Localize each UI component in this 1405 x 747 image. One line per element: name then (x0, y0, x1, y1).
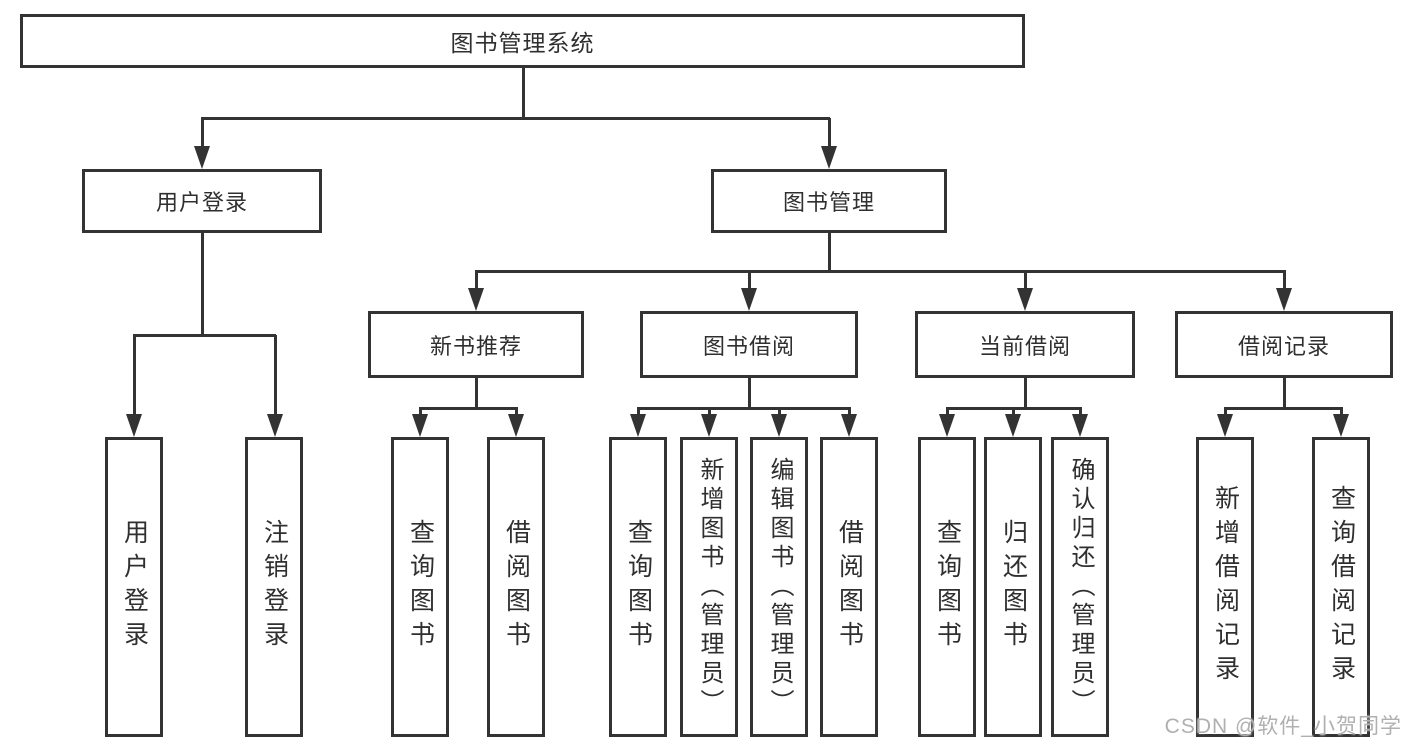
leaf-label: 确认归还（管理员） (1067, 456, 1094, 718)
arrowhead-icon (630, 414, 646, 437)
arrowhead-icon (939, 414, 955, 437)
leaf-borrow-borrow-books: 借阅图书 (820, 437, 878, 737)
arrowhead-icon (701, 414, 717, 437)
arrow-stem-line (419, 407, 422, 418)
connector-line-horizontal (637, 407, 850, 410)
connector-line-horizontal (1224, 407, 1342, 410)
arrowhead-icon (1017, 288, 1033, 311)
connector-line-vertical (828, 233, 831, 273)
arrowhead-icon (194, 146, 210, 169)
node-book-borrowing: 图书借阅 (640, 311, 858, 378)
connector-line-horizontal (475, 270, 1285, 273)
arrowhead-icon (821, 146, 837, 169)
arrowhead-icon (1005, 414, 1021, 437)
arrow-stem-line (708, 407, 711, 418)
arrow-stem-line (1224, 407, 1227, 418)
arrowhead-icon (771, 414, 787, 437)
arrowhead-icon (741, 288, 757, 311)
node-label: 图书管理 (782, 190, 875, 215)
arrow-stem-line (515, 407, 518, 418)
connector-line-vertical (201, 233, 204, 337)
leaf-label: 查询借阅记录 (1327, 485, 1356, 689)
leaf-label: 新增图书（管理员） (696, 456, 723, 718)
watermark-text: CSDN @软件_小贺同学 (1164, 715, 1402, 738)
arrow-stem-line (1024, 270, 1027, 292)
leaf-records-search-record: 查询借阅记录 (1312, 437, 1370, 737)
node-library-system: 图书管理系统 (20, 14, 1025, 68)
leaf-label: 查询图书 (406, 519, 435, 655)
arrow-stem-line (1012, 407, 1015, 418)
connector-line-vertical (1024, 378, 1027, 410)
arrow-stem-line (848, 407, 851, 418)
leaf-borrow-edit-books-admin: 编辑图书（管理员） (750, 437, 808, 737)
arrow-stem-line (201, 118, 204, 150)
node-label: 当前借阅 (978, 333, 1071, 359)
arrowhead-icon (468, 288, 484, 311)
arrowhead-icon (126, 414, 142, 437)
leaf-current-confirm-return-admin: 确认归还（管理员） (1051, 437, 1109, 737)
node-label: 借阅记录 (1237, 333, 1330, 359)
arrow-stem-line (475, 270, 478, 292)
arrowhead-icon (841, 414, 857, 437)
node-borrowing-records: 借阅记录 (1175, 311, 1393, 378)
connector-line-horizontal (133, 334, 276, 337)
node-label: 图书借阅 (702, 333, 795, 359)
arrowhead-icon (267, 414, 283, 437)
arrow-stem-line (1079, 407, 1082, 418)
arrowhead-icon (508, 414, 524, 437)
leaf-label: 用户登录 (120, 519, 149, 655)
leaf-current-search-books: 查询图书 (918, 437, 976, 737)
leaf-label: 归还图书 (999, 519, 1028, 655)
leaf-logout: 注销登录 (245, 437, 303, 737)
leaf-records-add-record: 新增借阅记录 (1196, 437, 1254, 737)
leaf-user-login: 用户登录 (105, 437, 163, 737)
arrow-stem-line (637, 407, 640, 418)
arrow-stem-line (274, 335, 277, 418)
leaf-label: 注销登录 (260, 519, 289, 655)
arrow-stem-line (1340, 407, 1343, 418)
leaf-label: 新增借阅记录 (1211, 485, 1240, 689)
arrowhead-icon (1072, 414, 1088, 437)
node-current-borrowing: 当前借阅 (915, 311, 1135, 378)
connector-line-horizontal (419, 407, 517, 410)
leaf-borrow-add-books-admin: 新增图书（管理员） (680, 437, 738, 737)
connector-line-horizontal (201, 117, 830, 120)
leaf-label: 查询图书 (624, 519, 653, 655)
arrow-stem-line (133, 335, 136, 418)
connector-line-vertical (475, 378, 478, 410)
arrowhead-icon (1276, 288, 1292, 311)
connector-line-vertical (522, 68, 525, 120)
node-user-login: 用户登录 (82, 169, 322, 233)
leaf-label: 借阅图书 (835, 519, 864, 655)
leaf-label: 查询图书 (933, 519, 962, 655)
arrow-stem-line (946, 407, 949, 418)
leaf-label: 借阅图书 (502, 519, 531, 655)
node-label: 图书管理系统 (450, 30, 595, 56)
arrowhead-icon (412, 414, 428, 437)
connector-line-vertical (1283, 378, 1286, 410)
arrow-stem-line (748, 270, 751, 292)
arrow-stem-line (828, 118, 831, 150)
node-new-book-recommend: 新书推荐 (368, 311, 584, 378)
node-label: 新书推荐 (429, 333, 522, 359)
connector-line-vertical (748, 378, 751, 410)
leaf-newbook-search-books: 查询图书 (391, 437, 449, 737)
leaf-newbook-borrow-books: 借阅图书 (487, 437, 545, 737)
node-label: 用户登录 (155, 190, 248, 215)
arrowhead-icon (1333, 414, 1349, 437)
leaf-label: 编辑图书（管理员） (766, 456, 793, 718)
leaf-borrow-search-books: 查询图书 (609, 437, 667, 737)
arrow-stem-line (778, 407, 781, 418)
arrowhead-icon (1217, 414, 1233, 437)
node-book-management: 图书管理 (711, 169, 947, 233)
arrow-stem-line (1283, 270, 1286, 292)
leaf-current-return-books: 归还图书 (984, 437, 1042, 737)
